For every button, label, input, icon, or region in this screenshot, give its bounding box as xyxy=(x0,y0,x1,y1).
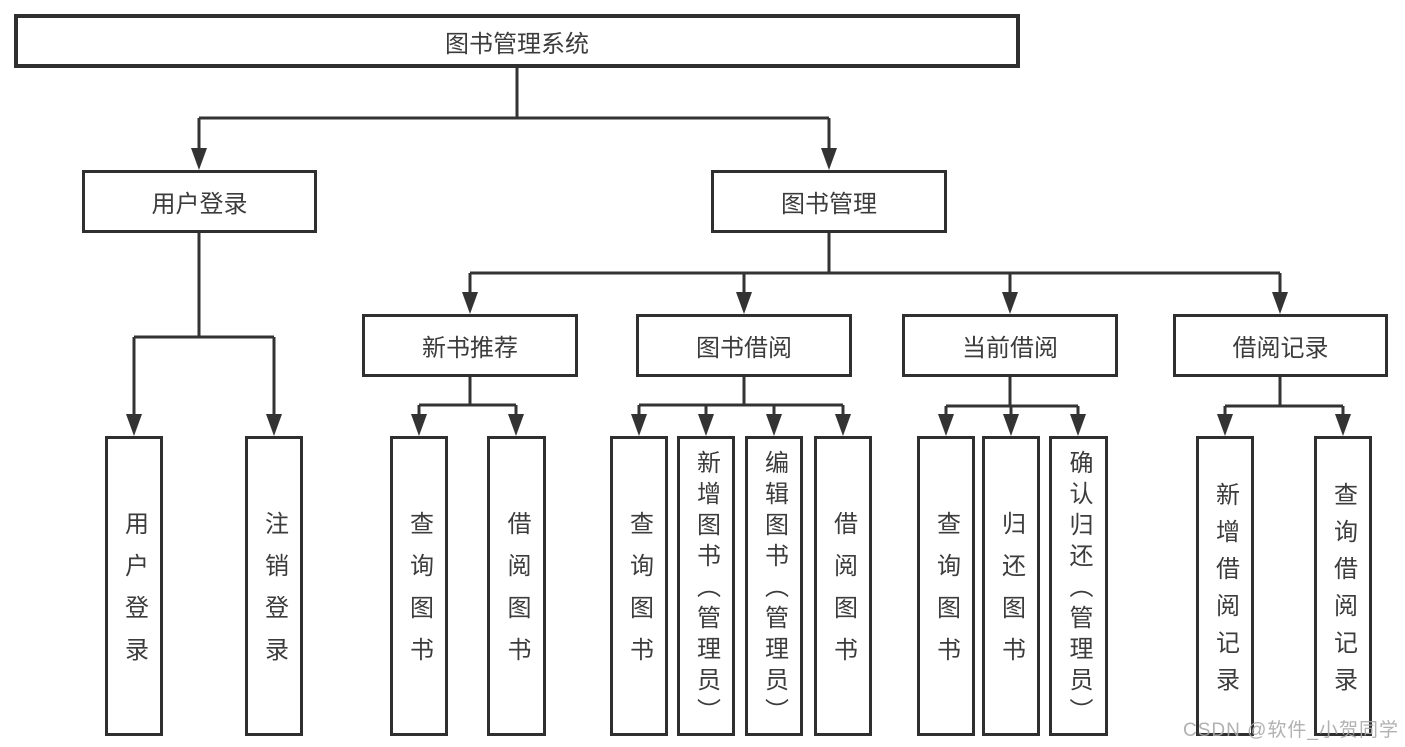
node-label: 编辑图书（管理员） xyxy=(760,450,788,729)
node-label: 查询图书 xyxy=(405,511,433,679)
node-label: 查询借阅记录 xyxy=(1329,481,1357,704)
leaf-logout: 注销登录 xyxy=(245,436,303,736)
node-label: 新书推荐 xyxy=(422,335,518,362)
node-label: 查询图书 xyxy=(932,511,960,679)
node-label: 新增图书（管理员） xyxy=(692,450,720,729)
node-library-management-system: 图书管理系统 xyxy=(14,14,1020,68)
leaf-borrow-book: 借阅图书 xyxy=(814,436,872,736)
leaf-query-books-current: 查询图书 xyxy=(917,436,975,736)
node-book-management: 图书管理 xyxy=(711,170,947,233)
node-user-login: 用户登录 xyxy=(82,170,317,233)
connector-new-book-recommend-to-leaves xyxy=(411,377,524,436)
node-label: 用户登录 xyxy=(120,511,148,679)
node-label: 图书管理系统 xyxy=(445,30,589,58)
leaf-return-book: 归还图书 xyxy=(982,436,1040,736)
leaf-add-book-admin: 新增图书（管理员） xyxy=(677,436,735,736)
leaf-add-borrow-record: 新增借阅记录 xyxy=(1196,436,1254,736)
node-new-book-recommend: 新书推荐 xyxy=(362,314,578,377)
leaf-query-borrow-record: 查询借阅记录 xyxy=(1314,436,1372,736)
connector-book-borrow-to-leaves xyxy=(631,377,851,436)
leaf-edit-book-admin: 编辑图书（管理员） xyxy=(745,436,803,736)
node-label: 当前借阅 xyxy=(962,335,1058,362)
connector-root-to-level2 xyxy=(191,68,837,170)
node-label: 借阅记录 xyxy=(1232,335,1329,362)
csdn-watermark: CSDN @软件_小贺同学 xyxy=(1183,720,1399,741)
node-label: 图书借阅 xyxy=(696,335,792,362)
connector-current-borrow-to-leaves xyxy=(938,377,1086,436)
leaf-query-books-recommend: 查询图书 xyxy=(390,436,448,736)
node-label: 归还图书 xyxy=(997,511,1025,679)
leaf-borrow-book-recommend: 借阅图书 xyxy=(487,436,546,736)
node-label: 图书管理 xyxy=(781,191,877,218)
leaf-query-books-borrow: 查询图书 xyxy=(610,436,668,736)
leaf-user-login: 用户登录 xyxy=(105,436,163,736)
node-current-borrow: 当前借阅 xyxy=(902,314,1118,377)
node-label: 注销登录 xyxy=(260,511,288,679)
node-borrow-records: 借阅记录 xyxy=(1173,314,1388,377)
node-label: 查询图书 xyxy=(625,511,653,679)
node-label: 用户登录 xyxy=(151,191,248,218)
node-label: 借阅图书 xyxy=(829,511,857,679)
node-label: 借阅图书 xyxy=(503,511,530,679)
connector-borrow-records-to-leaves xyxy=(1217,377,1351,436)
connector-user-login-to-leaves xyxy=(126,233,282,436)
node-label: 确认归还（管理员） xyxy=(1065,450,1092,729)
node-label: 新增借阅记录 xyxy=(1211,481,1239,704)
node-book-borrow: 图书借阅 xyxy=(636,314,852,377)
leaf-confirm-return-admin: 确认归还（管理员） xyxy=(1049,436,1108,736)
connector-book-management-to-level3 xyxy=(462,233,1288,314)
